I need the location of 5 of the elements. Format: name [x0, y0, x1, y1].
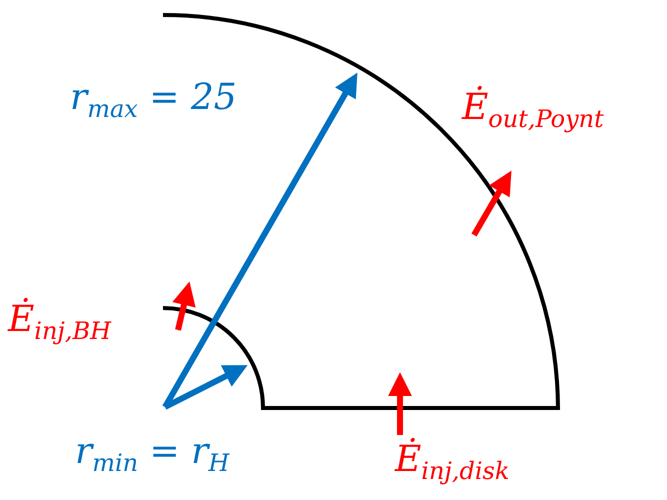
formula-label: r$_{max}$ = 25: [70, 78, 237, 123]
formula-label: Ė$_{inj,BH}$: [8, 300, 112, 345]
formula-label: r$_{min}$ = r$_{H}$: [75, 432, 230, 477]
formula-label: Ė$_{out,Poynt}$: [462, 88, 604, 133]
formula-label: Ė$_{inj,disk}$: [395, 440, 510, 485]
